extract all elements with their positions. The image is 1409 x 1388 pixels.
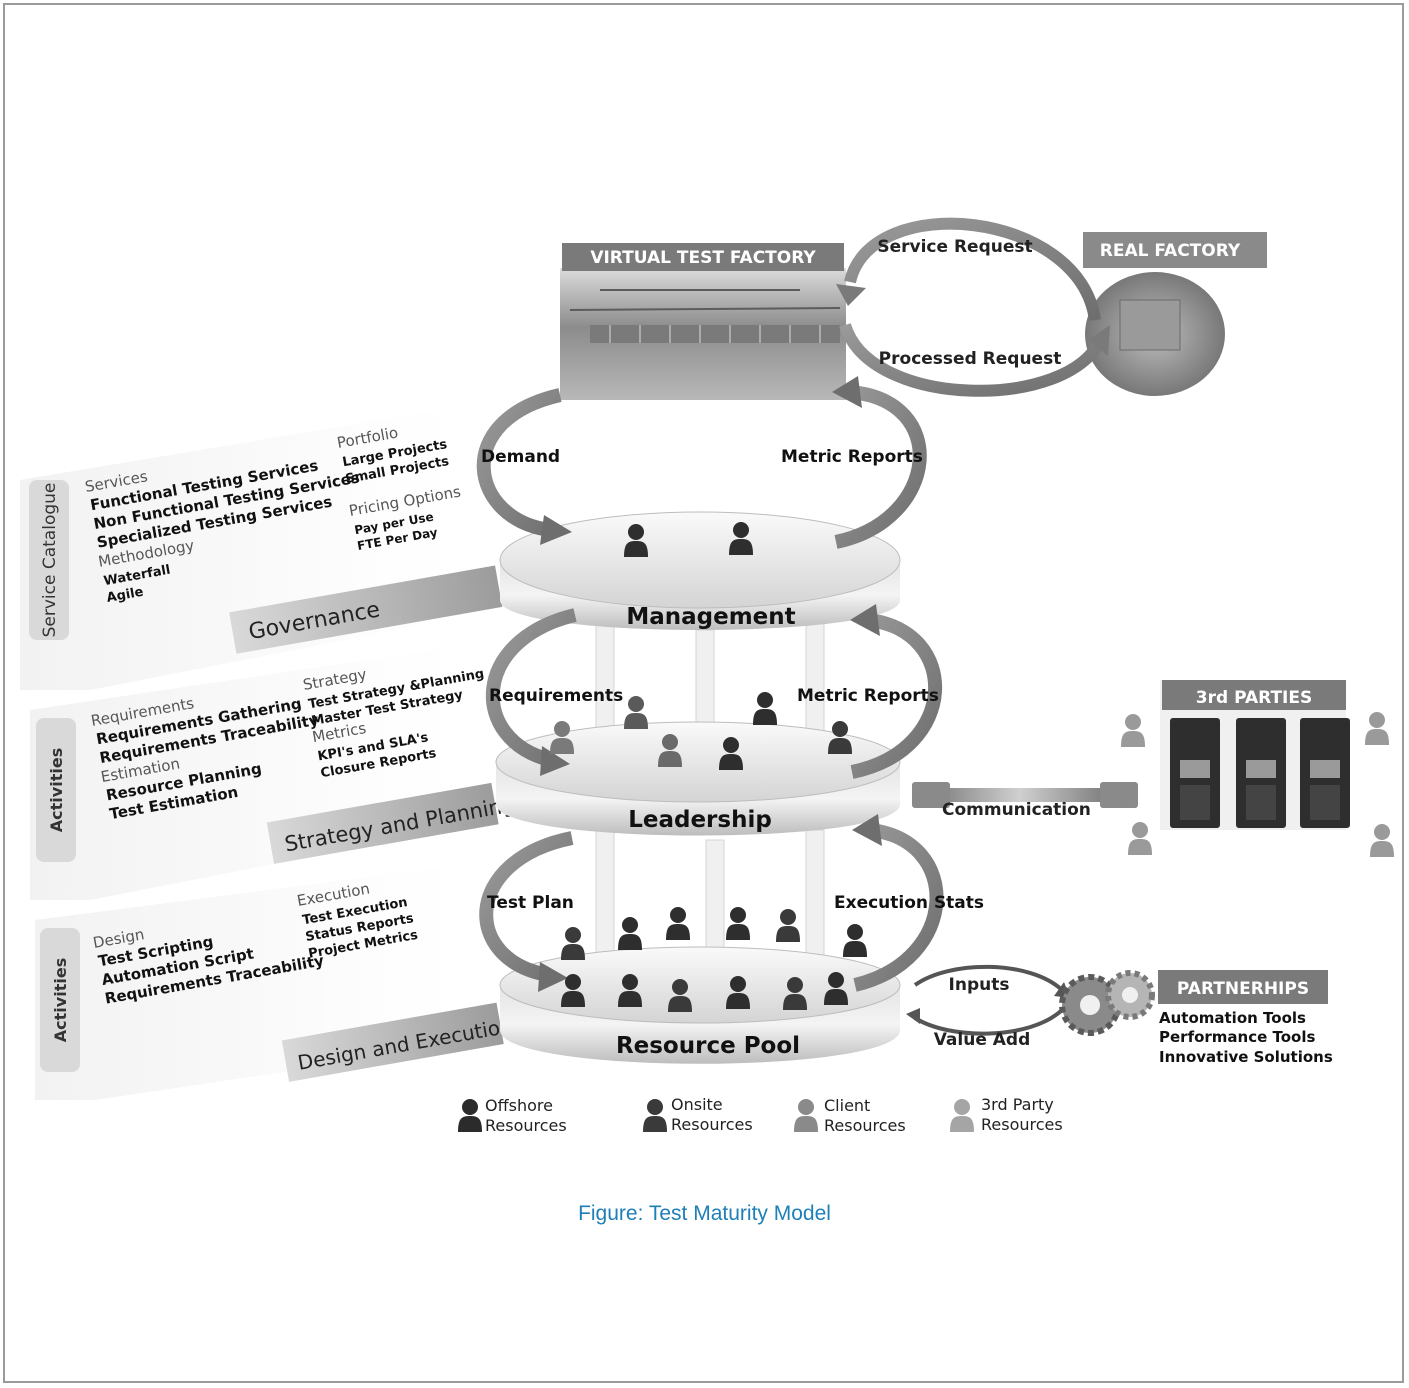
third-party-panels bbox=[1170, 718, 1350, 828]
resource-legend: Offshore Resources Onsite Resources Clie… bbox=[458, 1095, 1063, 1135]
processed-request-arrow bbox=[839, 322, 1106, 397]
legend-label-line2: Resources bbox=[824, 1116, 906, 1135]
partnership-item: Automation Tools bbox=[1159, 1009, 1306, 1027]
demand-label: Demand bbox=[481, 447, 560, 467]
value-add-label: Value Add bbox=[934, 1030, 1031, 1050]
service-request-arrow bbox=[844, 217, 1101, 322]
real-factory-label-bar bbox=[1083, 232, 1267, 268]
resource-pool-disc: Resource Pool bbox=[499, 946, 901, 1064]
requirements-label: Requirements bbox=[489, 686, 623, 706]
third-parties: 3rd PARTIES bbox=[1121, 680, 1394, 857]
service-catalogue-tab bbox=[29, 480, 69, 640]
execution-stats-arrow bbox=[853, 823, 944, 992]
third-parties-label-bar bbox=[1162, 680, 1346, 710]
real-factory: REAL FACTORY bbox=[1083, 232, 1267, 396]
panel-item: Agile bbox=[106, 585, 145, 606]
test-plan-label: Test Plan bbox=[487, 893, 574, 913]
partnership-exchange: Inputs Value Add bbox=[906, 964, 1155, 1050]
metric-reports-mid-label: Metric Reports bbox=[797, 686, 939, 706]
demand-arrow bbox=[476, 388, 562, 537]
legend-item-offshore: Offshore Resources bbox=[458, 1096, 567, 1135]
legend-item-client: Client Resources bbox=[794, 1096, 906, 1135]
requirements-arrow bbox=[485, 608, 577, 767]
metric-reports-top-label: Metric Reports bbox=[781, 447, 923, 467]
service-request-label: Service Request bbox=[877, 237, 1032, 257]
leadership-disc: Leadership bbox=[495, 721, 901, 836]
activities-tab-design bbox=[40, 928, 80, 1072]
partnerships: PARTNERHIPS Automation Tools Performance… bbox=[1158, 970, 1333, 1066]
partnerships-label-bar bbox=[1158, 970, 1328, 1004]
activities-tab-strategy bbox=[36, 718, 76, 862]
legend-item-onsite: Onsite Resources bbox=[643, 1095, 753, 1134]
governance-banner bbox=[229, 565, 503, 654]
activities-label-strategy: Activities bbox=[47, 748, 66, 832]
legend-label-line2: Resources bbox=[981, 1115, 1063, 1134]
real-factory-title: REAL FACTORY bbox=[1100, 241, 1241, 261]
leadership-label: Leadership bbox=[628, 807, 772, 833]
legend-label-line1: Onsite bbox=[671, 1095, 723, 1114]
figure-frame bbox=[3, 3, 1404, 1383]
value-add-arrow bbox=[913, 1008, 1064, 1036]
partnership-item: Innovative Solutions bbox=[1159, 1048, 1333, 1066]
figure-caption: Figure: Test Maturity Model bbox=[578, 1202, 831, 1225]
communication-link: Communication bbox=[912, 782, 1138, 820]
activities-label-design: Activities bbox=[51, 958, 70, 1042]
request-loop: Service Request Processed Request bbox=[836, 217, 1110, 397]
gears-icon bbox=[1059, 970, 1155, 1036]
inputs-label: Inputs bbox=[949, 975, 1010, 995]
processed-request-label: Processed Request bbox=[879, 349, 1062, 369]
resource-pool-label: Resource Pool bbox=[616, 1033, 800, 1059]
third-parties-title: 3rd PARTIES bbox=[1196, 688, 1312, 708]
management-label: Management bbox=[626, 604, 795, 630]
metric-reports-mid-arrow bbox=[850, 613, 942, 779]
communication-label: Communication bbox=[942, 800, 1091, 820]
inputs-arrow bbox=[913, 964, 1064, 992]
service-catalogue-label: Service Catalogue bbox=[40, 483, 60, 638]
strategy-banner bbox=[266, 782, 499, 864]
virtual-test-factory: VIRTUAL TEST FACTORY bbox=[560, 243, 846, 400]
legend-label-line2: Resources bbox=[485, 1116, 567, 1135]
legend-label-line1: 3rd Party bbox=[981, 1095, 1054, 1114]
test-plan-arrow bbox=[479, 831, 574, 982]
communication-cable bbox=[912, 788, 1127, 802]
partnership-item: Performance Tools bbox=[1159, 1028, 1316, 1046]
partnerships-title: PARTNERHIPS bbox=[1177, 979, 1309, 999]
legend-label-line2: Resources bbox=[671, 1115, 753, 1134]
flow-arrows bbox=[476, 376, 944, 992]
execution-stats-label: Execution Stats bbox=[834, 893, 984, 913]
design-banner bbox=[281, 1002, 504, 1082]
virtual-factory-label-bar bbox=[562, 243, 844, 271]
legend-item-3rd-party: 3rd Party Resources bbox=[950, 1095, 1063, 1134]
management-disc: Management bbox=[499, 511, 901, 630]
metric-reports-top-arrow bbox=[834, 385, 927, 549]
legend-label-line1: Client bbox=[824, 1096, 870, 1115]
legend-label-line1: Offshore bbox=[485, 1096, 553, 1115]
virtual-factory-title: VIRTUAL TEST FACTORY bbox=[590, 248, 816, 268]
